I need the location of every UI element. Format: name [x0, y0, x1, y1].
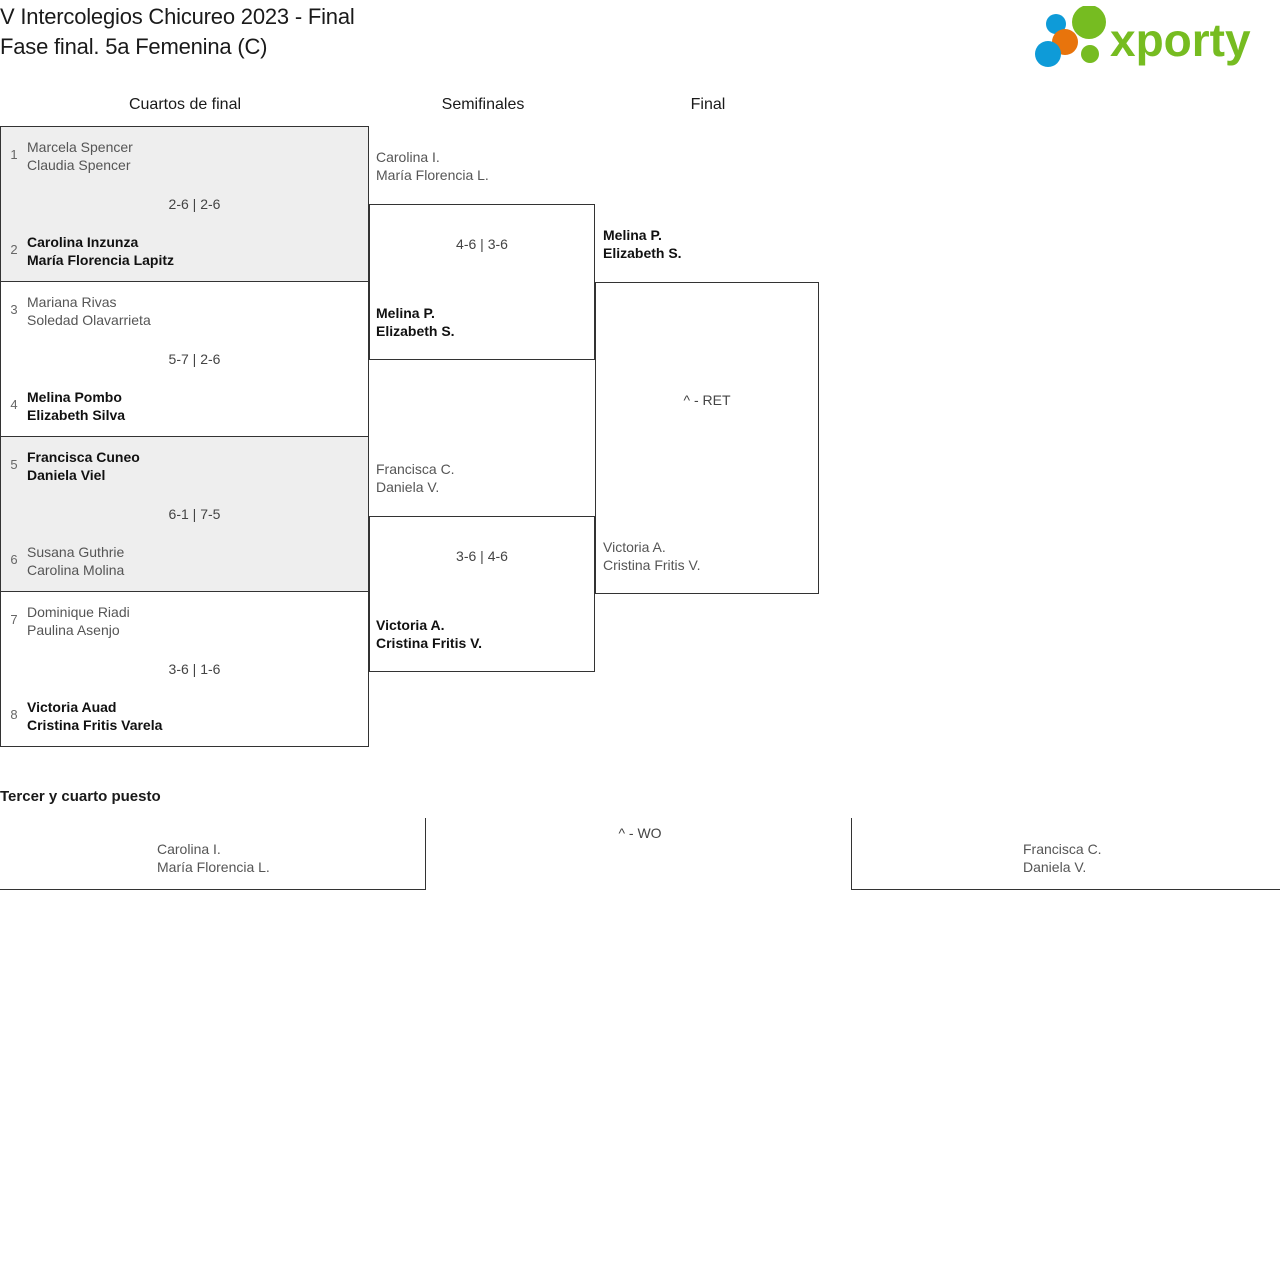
team-names: Francisca Cuneo Daniela Viel	[27, 449, 140, 483]
seed-number: 8	[10, 707, 18, 722]
match-final[interactable]	[595, 282, 819, 594]
match-team-bottom: 6 Susana Guthrie Carolina Molina	[1, 543, 368, 579]
match-quarterfinal-4[interactable]: 7 Dominique Riadi Paulina Asenjo 3-6 | 1…	[0, 592, 369, 747]
seed-number: 7	[10, 612, 18, 627]
logo-dot-blue-bottom	[1035, 41, 1061, 67]
seed-number: 4	[10, 397, 18, 412]
round-header-semifinals: Semifinales	[441, 96, 525, 113]
team-names: Susana Guthrie Carolina Molina	[27, 544, 125, 578]
final-score: ^ - RET	[683, 392, 731, 408]
logo-dot-blue-top	[1046, 14, 1066, 34]
match-semifinal-2[interactable]	[369, 516, 595, 672]
match-quarterfinal-2[interactable]: 3 Mariana Rivas Soledad Olavarrieta 5-7 …	[0, 282, 369, 437]
match-quarterfinal-1[interactable]: 1 Marcela Spencer Claudia Spencer 2-6 | …	[0, 126, 369, 282]
seed-number: 5	[10, 457, 18, 472]
semifinal-2-score: 3-6 | 4-6	[456, 548, 508, 564]
third-place-left-team: Carolina I. María Florencia L.	[157, 841, 270, 875]
logo-wordmark: xporty	[1110, 14, 1251, 66]
third-place-right-box[interactable]	[851, 818, 1280, 890]
match-team-bottom: 2 Carolina Inzunza María Florencia Lapit…	[1, 233, 368, 269]
semifinal-1-team-bottom: Melina P. Elizabeth S.	[376, 305, 455, 339]
seed-number: 2	[10, 242, 18, 257]
xporty-logo: xporty	[1032, 6, 1272, 68]
third-place-left-box[interactable]	[0, 818, 426, 890]
title-line-2: Fase final. 5a Femenina (C)	[0, 34, 268, 59]
final-team-top: Melina P. Elizabeth S.	[603, 227, 682, 261]
semifinal-1-team-top: Carolina I. María Florencia L.	[376, 149, 489, 183]
match-team-top: 5 Francisca Cuneo Daniela Viel	[1, 448, 368, 484]
match-score: 2-6 | 2-6	[168, 196, 221, 212]
round-header-final: Final	[690, 96, 726, 113]
logo-dot-green-small	[1081, 45, 1099, 63]
match-team-bottom: 4 Melina Pombo Elizabeth Silva	[1, 388, 368, 424]
page-title: V Intercolegios Chicureo 2023 - Final Fa…	[0, 2, 355, 62]
match-score: 6-1 | 7-5	[168, 506, 221, 522]
third-place-right-team: Francisca C. Daniela V.	[1023, 841, 1102, 875]
team-names: Carolina Inzunza María Florencia Lapitz	[27, 234, 175, 268]
bracket-grid: 1 Marcela Spencer Claudia Spencer 2-6 | …	[0, 126, 1280, 766]
seed-number: 1	[10, 147, 18, 162]
semifinal-2-team-top: Francisca C. Daniela V.	[376, 461, 455, 495]
team-names: Mariana Rivas Soledad Olavarrieta	[27, 294, 151, 328]
final-team-bottom: Victoria A. Cristina Fritis V.	[603, 539, 701, 573]
match-team-top: 1 Marcela Spencer Claudia Spencer	[1, 138, 368, 174]
team-names: Dominique Riadi Paulina Asenjo	[27, 604, 130, 638]
team-names: Melina Pombo Elizabeth Silva	[27, 389, 126, 423]
title-line-1: V Intercolegios Chicureo 2023 - Final	[0, 4, 355, 29]
match-score: 3-6 | 1-6	[168, 661, 221, 677]
match-semifinal-1[interactable]	[369, 204, 595, 360]
match-team-top: 3 Mariana Rivas Soledad Olavarrieta	[1, 293, 368, 329]
logo-dot-green-large	[1072, 6, 1106, 39]
seed-number: 6	[10, 552, 18, 567]
round-header-quarterfinals: Cuartos de final	[128, 96, 242, 113]
match-quarterfinal-3[interactable]: 5 Francisca Cuneo Daniela Viel 6-1 | 7-5…	[0, 437, 369, 592]
team-names: Marcela Spencer Claudia Spencer	[27, 139, 133, 173]
team-names: Victoria Auad Cristina Fritis Varela	[27, 699, 163, 733]
third-place-score: ^ - WO	[618, 825, 662, 841]
semifinal-2-team-bottom: Victoria A. Cristina Fritis V.	[376, 617, 483, 651]
semifinal-1-score: 4-6 | 3-6	[456, 236, 508, 252]
match-score: 5-7 | 2-6	[168, 351, 221, 367]
seed-number: 3	[10, 302, 18, 317]
match-team-bottom: 8 Victoria Auad Cristina Fritis Varela	[1, 698, 368, 734]
match-team-top: 7 Dominique Riadi Paulina Asenjo	[1, 603, 368, 639]
third-place-title: Tercer y cuarto puesto	[0, 788, 161, 805]
